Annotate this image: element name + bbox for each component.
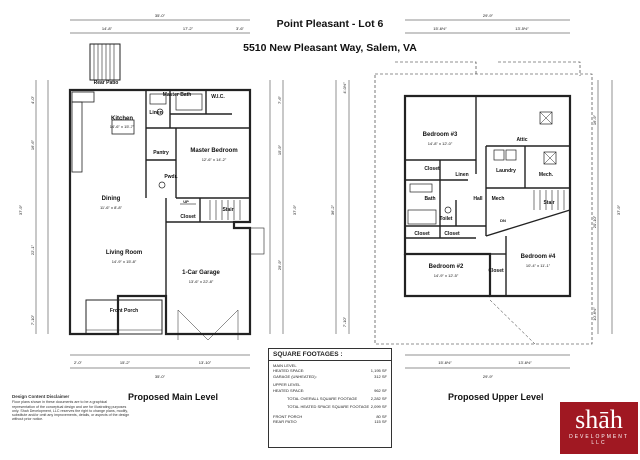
dim-label: 37'-9" <box>616 204 621 215</box>
sqft-title: SQUARE FOOTAGES : <box>269 349 391 361</box>
room-label: Closet <box>488 268 504 274</box>
room-label: Bedroom #2 <box>429 264 464 270</box>
room-label: Rear Patio <box>94 80 119 86</box>
room-dims: 14'-9" x 12'-5" <box>434 273 459 278</box>
logo-mark: shāh <box>575 405 623 434</box>
room-label: Closet <box>424 166 440 172</box>
room-label: UP <box>183 199 189 204</box>
main-level-caption: Proposed Main Level <box>128 392 219 402</box>
room-label: Bedroom #3 <box>423 132 458 138</box>
dim-label: 15'-6½" <box>438 360 452 365</box>
dim-label: 14'-8" <box>102 26 113 31</box>
room-label: Hall <box>473 196 483 202</box>
dim-label: 7'-10" <box>342 316 347 327</box>
plan-header: Point Pleasant - Lot 6 5510 New Pleasant… <box>230 0 430 54</box>
dim-label: 15'-2" <box>120 360 131 365</box>
room-label: Bedroom #4 <box>521 254 556 260</box>
dim-label: 13'-5½" <box>515 26 529 31</box>
sqft-row: GARAGE (UNHEATED):312 SF <box>273 373 387 379</box>
disclaimer-title: Design Content Disclaimer <box>12 394 70 399</box>
room-label: W.I.C. <box>211 94 225 100</box>
room-label: Closet <box>414 231 430 237</box>
room-label: Laundry <box>496 168 516 174</box>
room-dims: 10'-4" x 11'-1" <box>526 263 551 268</box>
dim-label: 4'-0½" <box>342 82 347 94</box>
room-label: Linen <box>455 172 468 178</box>
dim-label: 29'-9" <box>483 13 494 18</box>
room-label: Toilet <box>440 216 453 222</box>
dim-label: 22'-1" <box>30 244 35 255</box>
plan-address: 5510 New Pleasant Way, Salem, VA <box>243 42 417 54</box>
dim-label: 35'-0" <box>155 13 166 18</box>
room-label: Stair <box>543 200 554 206</box>
dim-label: 2'-0" <box>74 360 83 365</box>
dim-label: 16'-6" <box>30 139 35 150</box>
room-dims: 14'-6" x 15'-7" <box>110 124 135 129</box>
sqft-row: HEATED SPACE:962 SF <box>273 387 387 393</box>
room-label: Closet <box>444 231 460 237</box>
dim-label: 35'-0" <box>155 374 166 379</box>
room-label: Bath <box>424 196 435 202</box>
dim-label: 3'-6" <box>236 26 245 31</box>
dim-label: 13'-10" <box>199 360 212 365</box>
dim-label: 37'-9" <box>292 204 297 215</box>
room-dims: 12'-6" x 14'-2" <box>202 157 227 162</box>
dim-label: 36'-2" <box>330 204 335 215</box>
dim-label: 29'-9" <box>483 374 494 379</box>
dim-label: 13'-6½" <box>518 360 532 365</box>
room-label: Attic <box>516 137 527 143</box>
dim-label: 4'-0" <box>30 95 35 104</box>
shah-development-logo: shāh DEVELOPMENT LLC <box>560 402 638 454</box>
room-dims: 14'-9" x 15'-8" <box>112 259 137 264</box>
sqft-row: UPPER LEVEL <box>273 382 301 388</box>
room-dims: 13'-6" x 22'-8" <box>189 279 214 284</box>
dim-label: 17'-2" <box>183 26 194 31</box>
sqft-row: MAIN LEVEL <box>273 363 297 368</box>
sqft-row: HEATED SPACE:1,195 SF <box>273 368 387 374</box>
dim-label: 37'-9" <box>18 204 23 215</box>
logo-subtitle: DEVELOPMENT LLC <box>569 434 629 446</box>
room-label: Kitchen <box>111 116 133 122</box>
disclaimer-text: Floor plans shown in these documents are… <box>12 400 130 422</box>
dim-label: 7'-10" <box>30 314 35 325</box>
dim-label: 16'-9" <box>592 114 597 125</box>
room-label: Living Room <box>106 250 142 256</box>
dim-label: 29'-9" <box>277 259 282 270</box>
room-label: Mech. <box>539 172 554 178</box>
room-label: Front Porch <box>110 308 138 314</box>
plan-title: Point Pleasant - Lot 6 <box>276 18 384 30</box>
dim-label: 15'-9" <box>277 144 282 155</box>
dim-label: 15'-6½" <box>433 26 447 31</box>
design-disclaimer: Design Content Disclaimer Floor plans sh… <box>12 394 130 422</box>
rear-deck <box>89 43 121 81</box>
room-label: Master Bedroom <box>190 148 237 154</box>
room-label: Pantry <box>153 150 169 156</box>
room-label: Closet <box>180 214 196 220</box>
square-footage-table: SQUARE FOOTAGES : MAIN LEVEL HEATED SPAC… <box>268 348 392 448</box>
dim-label: 10'-6½" <box>592 307 597 321</box>
room-label: Pwdr. <box>164 174 178 180</box>
upper-level-caption: Proposed Upper Level <box>448 392 544 402</box>
room-dims: 14'-8" x 12'-0" <box>428 141 453 146</box>
room-label: Stair <box>222 207 233 213</box>
front-porch <box>85 299 163 335</box>
room-label: Linen <box>149 110 162 116</box>
room-label: DN <box>500 218 506 223</box>
room-label: Mech <box>492 196 505 202</box>
dim-label: 20'-10" <box>592 215 597 228</box>
room-label: Master Bath <box>163 92 192 98</box>
room-dims: 11'-6" x 8'-8" <box>100 205 123 210</box>
dim-label: 7'-6" <box>277 95 282 104</box>
room-label: 1-Car Garage <box>182 270 220 276</box>
room-label: Dining <box>102 196 121 202</box>
